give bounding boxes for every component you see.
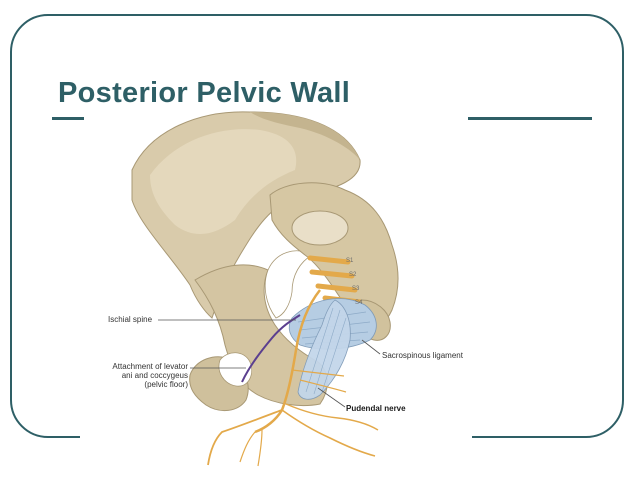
leader-pudendal [317, 387, 346, 408]
sacrotuberous-ligament-shape [297, 299, 351, 400]
label-levator-line3: (pelvic floor) [144, 380, 188, 389]
label-levator-attachment: Attachment of levator ani and coccygeus … [60, 362, 188, 389]
label-levator-line2: ani and coccygeus [121, 371, 188, 380]
vertebra-label-s3: S3 [352, 286, 360, 292]
vertebra-label-s4: S4 [355, 300, 363, 306]
pudendal-branch-5 [239, 429, 263, 467]
sacrotuberous-fibers [305, 307, 347, 395]
pudendal-nerve-trunk [254, 289, 321, 434]
label-ischial-spine: Ischial spine [108, 315, 153, 324]
iliac-fossa-shadow [150, 129, 297, 235]
pudendal-branch-3 [285, 403, 379, 431]
label-levator-line1: Attachment of levator [112, 362, 188, 371]
vertebra-label-s1: S1 [346, 258, 354, 264]
vertebra-label-s2: S2 [349, 272, 357, 278]
sacral-nerve-roots [307, 255, 363, 305]
slide-title: Posterior Pelvic Wall [58, 77, 351, 109]
leader-sacrospinous [361, 339, 381, 355]
s1-body [291, 210, 349, 246]
greater-sciatic-notch [264, 250, 313, 319]
iliac-crest [250, 112, 360, 160]
pudendal-branch-4 [291, 369, 347, 393]
label-pudendal-nerve: Pudendal nerve [346, 404, 406, 413]
label-sacrospinous-ligament: Sacrospinous ligament [382, 351, 463, 360]
title-rule-left [52, 117, 84, 120]
pudendal-branch-1 [207, 409, 283, 466]
title-rule-right [468, 117, 592, 120]
pudendal-branch-2 [281, 409, 376, 457]
frame-gap [80, 436, 472, 446]
